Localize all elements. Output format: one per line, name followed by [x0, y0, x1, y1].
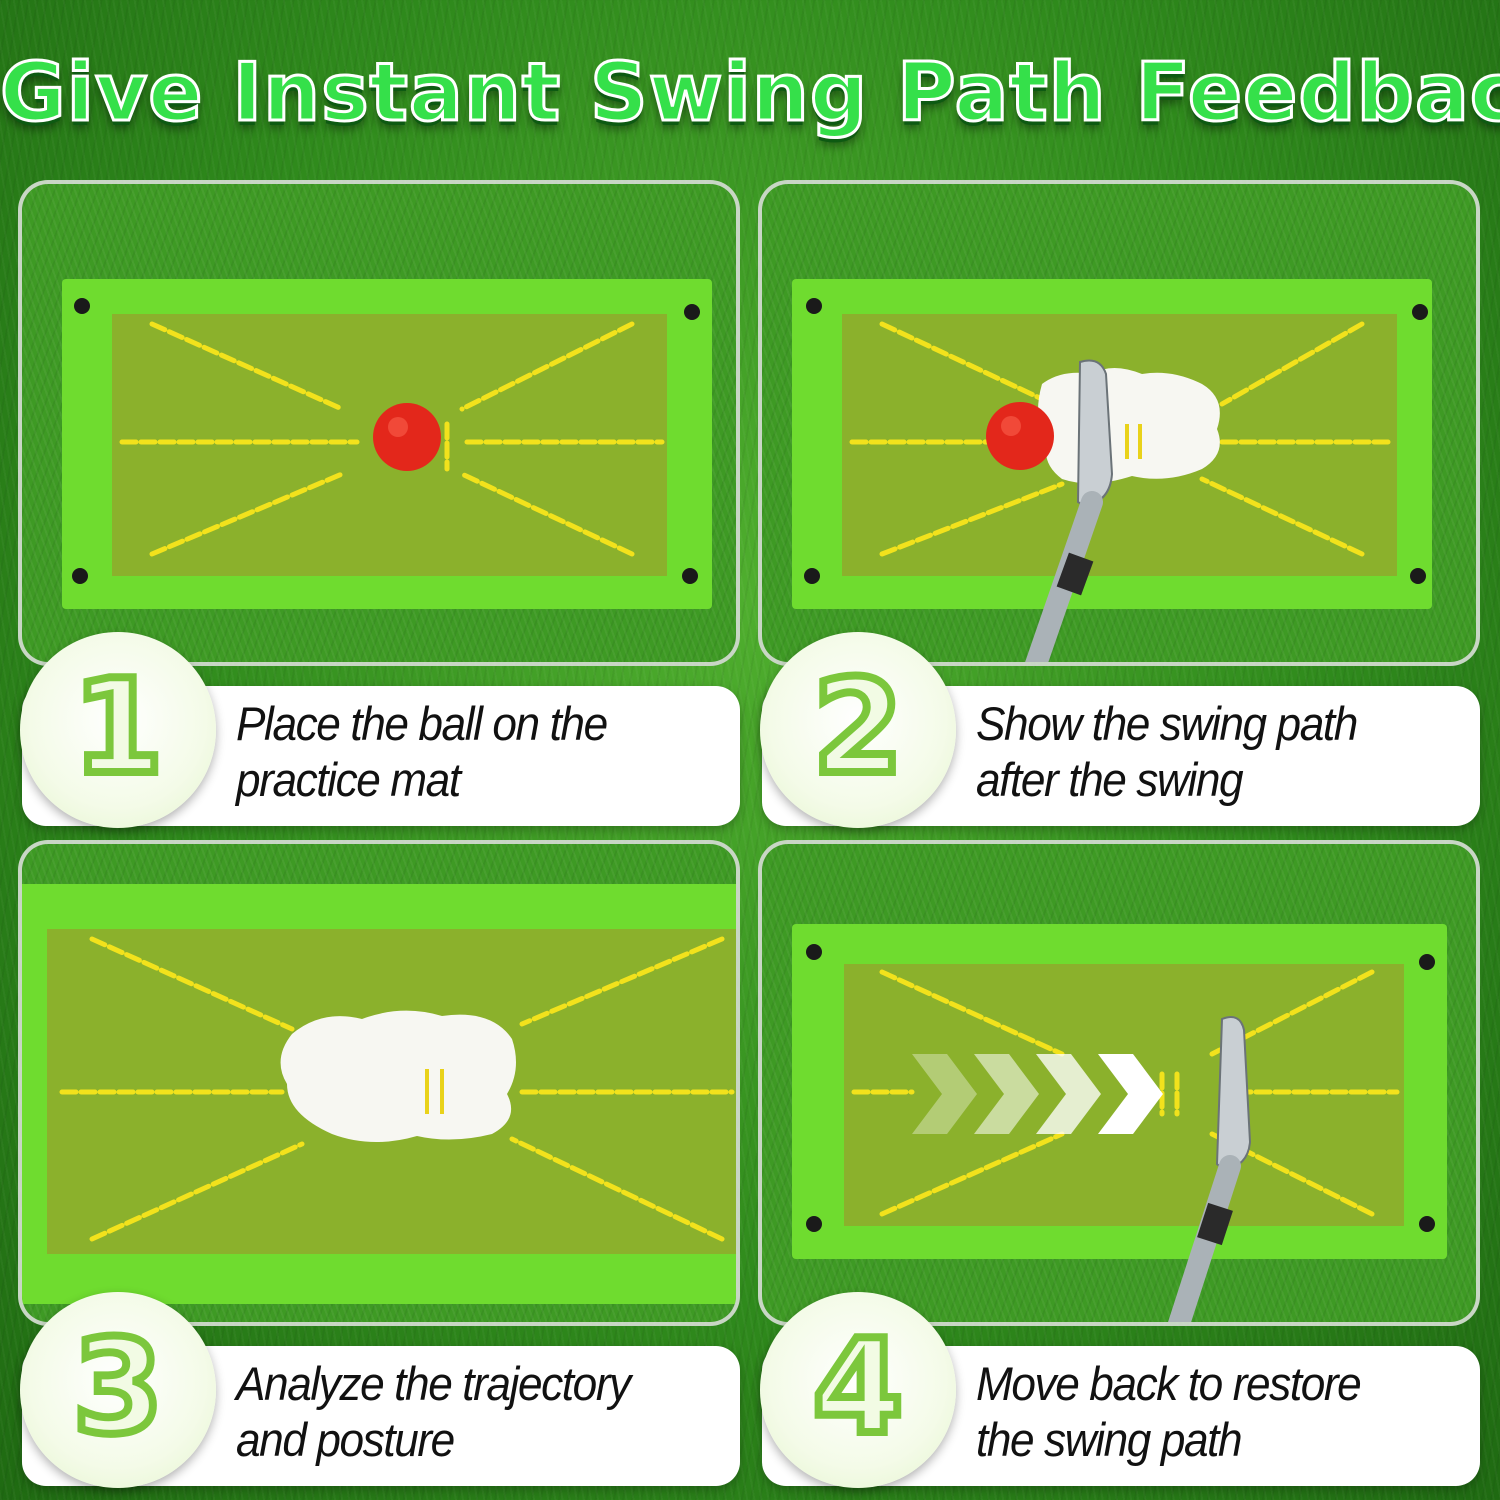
step-2-line-2: after the swing: [976, 753, 1244, 806]
step-2-badge: 2: [760, 632, 956, 828]
step-4-photo: [758, 840, 1480, 1326]
step-4-line-2: the swing path: [976, 1413, 1243, 1466]
step-1-line-1: Place the ball on the: [236, 697, 608, 750]
step-3-photo: [18, 840, 740, 1326]
step-2-line-1: Show the swing path: [976, 697, 1358, 750]
step-3-number: 3: [69, 1307, 167, 1467]
step-4-badge: 4: [760, 1292, 956, 1488]
step-4-line-1: Move back to restore: [976, 1357, 1362, 1410]
step-3-line-2: and posture: [236, 1413, 455, 1466]
step-4-number: 4: [809, 1307, 907, 1467]
step-1-badge: 1: [20, 632, 216, 828]
step-3-badge: 3: [20, 1292, 216, 1488]
step-1-number: 1: [69, 647, 167, 807]
step-2-photo: [758, 180, 1480, 666]
step-3-line-1: Analyze the trajectory: [236, 1357, 631, 1410]
step-2-number: 2: [809, 647, 907, 807]
headline: Give Instant Swing Path Feedback: [0, 45, 1500, 141]
step-1-photo: [18, 180, 740, 666]
direction-arrows-icon: [912, 1054, 1163, 1134]
step-1-line-2: practice mat: [236, 753, 461, 806]
